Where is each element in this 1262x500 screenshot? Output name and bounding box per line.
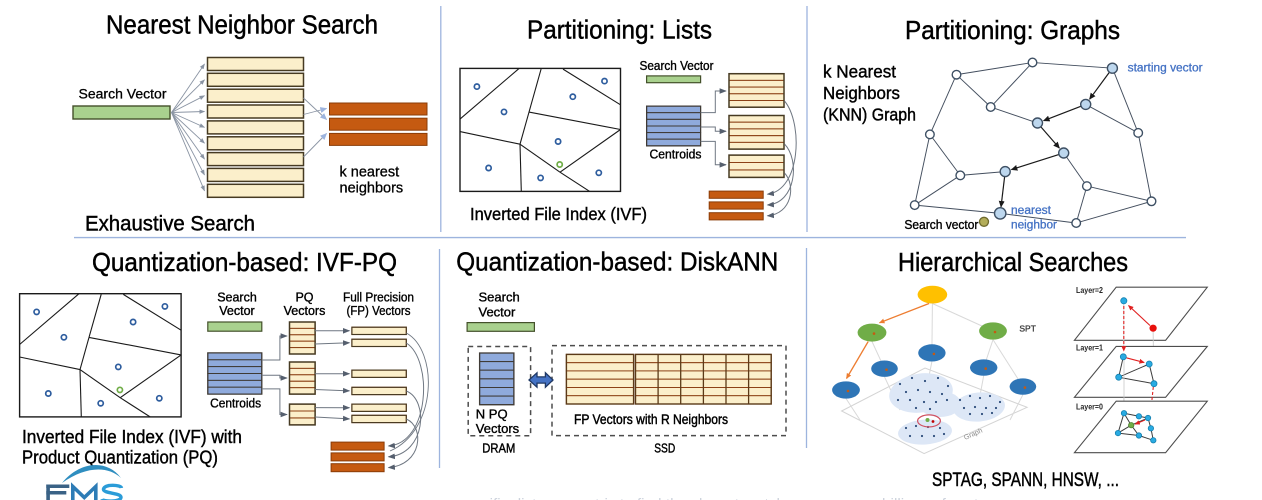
svg-text:Partitioning: Lists: Partitioning: Lists	[527, 15, 712, 45]
svg-text:(KNN) Graph: (KNN) Graph	[823, 105, 916, 125]
svg-text:a specific distance metric to: a specific distance metric to find the c…	[445, 496, 1000, 500]
svg-text:neighbors: neighbors	[340, 181, 404, 197]
svg-text:Vectors: Vectors	[476, 421, 520, 436]
svg-text:(FP) Vectors: (FP) Vectors	[347, 304, 411, 318]
svg-text:Vectors: Vectors	[284, 304, 326, 318]
svg-text:Layer=1: Layer=1	[1076, 343, 1103, 353]
svg-text:Neighbors: Neighbors	[823, 83, 900, 103]
svg-text:FP Vectors with R Neighbors: FP Vectors with R Neighbors	[574, 412, 728, 427]
svg-text:Vector: Vector	[219, 304, 254, 318]
svg-text:Product Quantization (PQ): Product Quantization (PQ)	[22, 448, 218, 468]
svg-text:Hierarchical Searches: Hierarchical Searches	[898, 249, 1128, 277]
svg-text:N PQ: N PQ	[476, 407, 508, 422]
svg-text:Centroids: Centroids	[650, 148, 702, 162]
svg-text:Centroids: Centroids	[210, 397, 261, 411]
svg-text:DRAM: DRAM	[482, 442, 515, 456]
svg-text:Inverted File Index (IVF) with: Inverted File Index (IVF) with	[22, 427, 242, 447]
svg-text:Exhaustive Search: Exhaustive Search	[85, 212, 255, 236]
svg-text:Full Precision: Full Precision	[343, 291, 414, 305]
svg-text:Quantization-based: IVF-PQ: Quantization-based: IVF-PQ	[92, 247, 397, 277]
svg-text:Layer=0: Layer=0	[1076, 402, 1103, 412]
svg-text:Search Vector: Search Vector	[640, 59, 714, 73]
svg-text:Search: Search	[217, 291, 257, 305]
svg-text:SPTAG, SPANN, HNSW, ...: SPTAG, SPANN, HNSW, ...	[932, 469, 1119, 491]
svg-text:SPT: SPT	[1019, 324, 1036, 334]
svg-text:nearest: nearest	[1011, 205, 1052, 217]
svg-text:k nearest: k nearest	[340, 165, 400, 181]
svg-text:PQ: PQ	[295, 291, 313, 305]
svg-text:SSD: SSD	[654, 442, 675, 456]
svg-text:Partitioning: Graphs: Partitioning: Graphs	[905, 15, 1120, 45]
svg-text:Vector: Vector	[479, 305, 517, 320]
svg-text:Search Vector: Search Vector	[79, 87, 168, 102]
svg-text:starting vector: starting vector	[1128, 63, 1203, 75]
svg-text:neighbor: neighbor	[1011, 220, 1057, 232]
svg-text:Inverted File Index (IVF): Inverted File Index (IVF)	[470, 204, 647, 224]
svg-text:k Nearest: k Nearest	[823, 62, 896, 82]
svg-text:Layer=2: Layer=2	[1076, 285, 1103, 295]
svg-text:Quantization-based: DiskANN: Quantization-based: DiskANN	[456, 247, 778, 277]
svg-text:Graph: Graph	[963, 427, 984, 441]
svg-text:Search: Search	[479, 290, 520, 305]
svg-text:Search vector: Search vector	[904, 217, 979, 232]
svg-text:Nearest Neighbor Search: Nearest Neighbor Search	[106, 12, 378, 40]
